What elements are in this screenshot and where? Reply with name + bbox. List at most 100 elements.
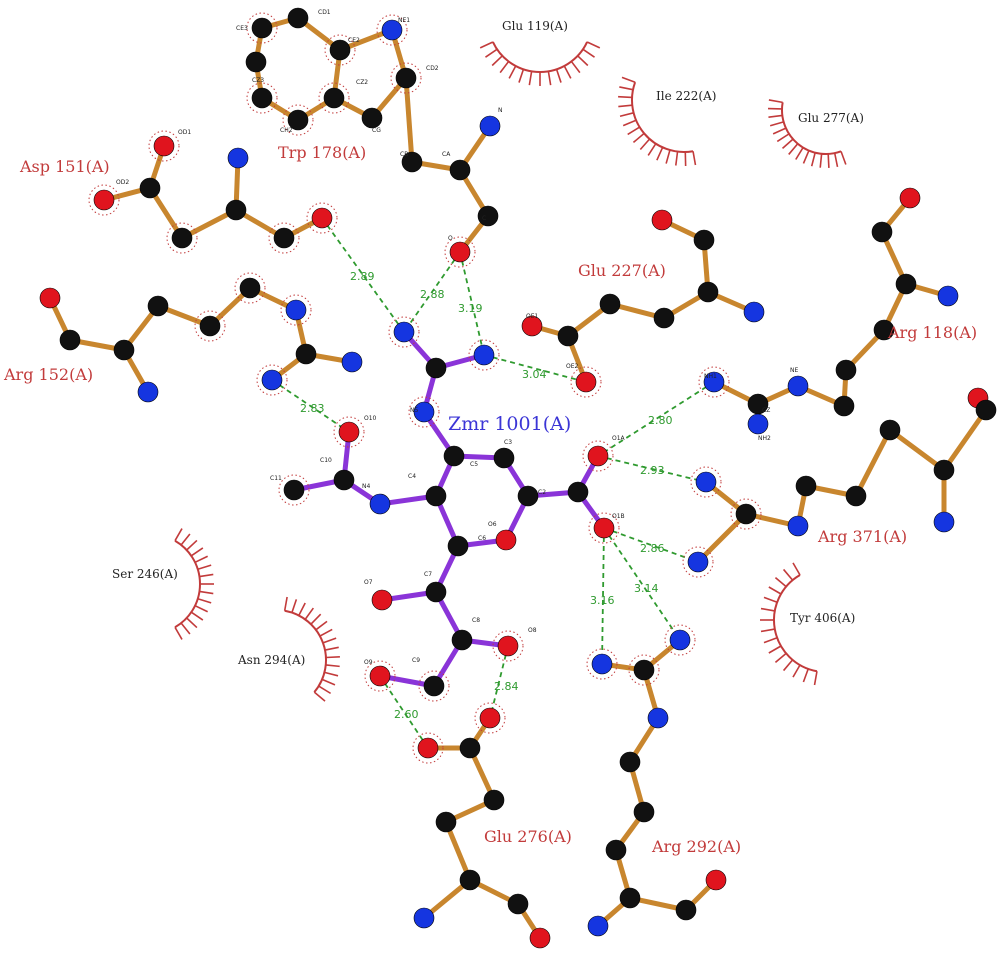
hbond-distance-labels: 2.89 2.88 3.19 3.04 2.83 2.80 2.93 2.86 … xyxy=(300,270,673,721)
contact-halo xyxy=(664,624,696,656)
oxygen-atom xyxy=(39,287,61,309)
carbon-atom xyxy=(395,67,417,89)
contact-halo xyxy=(376,14,408,46)
atom-label: O xyxy=(448,235,453,242)
nitrogen-atom xyxy=(687,551,709,573)
residue-bond xyxy=(853,427,893,499)
carbon-atom xyxy=(425,581,447,603)
carbon-atom xyxy=(295,343,317,365)
oxygen-atom xyxy=(575,371,597,393)
atom-label: C8 xyxy=(472,617,480,624)
carbon-atom xyxy=(171,227,193,249)
residue-bond xyxy=(403,75,415,165)
hydrophobic-contact-arc xyxy=(479,41,601,86)
carbon-atom xyxy=(459,869,481,891)
residue-label-glu276: Glu 276(A) xyxy=(484,827,572,846)
contact-halo xyxy=(278,474,310,506)
atom-label: CB xyxy=(400,151,408,158)
carbon-atom xyxy=(567,481,589,503)
hbond-distance: 3.19 xyxy=(458,302,483,315)
nitrogen-atom xyxy=(381,19,403,41)
oxygen-atom xyxy=(417,737,439,759)
carbon-atom xyxy=(675,899,697,921)
carbon-atom xyxy=(633,659,655,681)
nitrogen-atom xyxy=(669,629,691,651)
atom-label: C5 xyxy=(470,461,478,468)
hbond-arg371-ligand-1 xyxy=(597,455,707,483)
contact-halo xyxy=(444,236,476,268)
contact-halo xyxy=(246,82,278,114)
contact-halo xyxy=(588,512,620,544)
carbon-atom xyxy=(517,485,539,507)
atom-label: OE2 xyxy=(566,363,579,370)
oxygen-atom xyxy=(311,207,333,229)
carbon-atom xyxy=(423,675,445,697)
atom-label: N4 xyxy=(362,483,370,490)
oxygen-atom xyxy=(587,445,609,467)
atom-label: CZ xyxy=(762,407,770,414)
hbond-distance: 2.84 xyxy=(494,680,519,693)
bonds xyxy=(47,15,989,941)
carbon-atom xyxy=(447,535,469,557)
carbon-atom xyxy=(833,395,855,417)
atom-label: C3 xyxy=(504,439,512,446)
carbon-atom xyxy=(557,325,579,347)
contact-halo xyxy=(388,316,420,348)
oxygen-atom xyxy=(521,315,543,337)
nitrogen-atom xyxy=(743,301,765,323)
carbon-atom xyxy=(693,229,715,251)
atom-label: C xyxy=(482,215,486,222)
atom-label: CA xyxy=(442,151,451,158)
carbon-atom xyxy=(251,17,273,39)
hbond-distance: 2.86 xyxy=(640,542,665,555)
hbond-distance: 3.04 xyxy=(522,368,547,381)
carbon-atom xyxy=(795,475,817,497)
atom-label: CD1 xyxy=(318,9,331,16)
contact-halo xyxy=(698,366,730,398)
carbon-atom xyxy=(425,357,447,379)
atom-label: NH2 xyxy=(758,435,771,442)
oxygen-atom xyxy=(338,421,360,443)
contact-halo xyxy=(306,202,338,234)
carbon-atom xyxy=(619,887,641,909)
atom-label: CE3 xyxy=(236,25,248,32)
hydrophobic-labels: Glu 119(A) Ile 222(A) Glu 277(A) Ser 246… xyxy=(112,19,864,667)
nitrogen-atom xyxy=(137,381,159,403)
carbon-atom xyxy=(873,319,895,341)
atom-label: NE1 xyxy=(398,17,410,24)
residue-bond xyxy=(941,407,989,473)
nitrogen-atom xyxy=(937,285,959,307)
nitrogen-atom xyxy=(479,115,501,137)
hbond-arg292-ligand-1 xyxy=(603,527,681,641)
hbond-distance: 2.93 xyxy=(640,464,665,477)
atom-label: CD2 xyxy=(426,65,439,72)
oxygen-atom xyxy=(593,517,615,539)
atom-label: NE xyxy=(790,367,798,374)
carbon-atom xyxy=(697,281,719,303)
hydrophobic-contact-arc xyxy=(618,76,697,166)
carbon-atom xyxy=(287,109,309,131)
oxygen-atom xyxy=(479,707,501,729)
carbon-atom xyxy=(835,359,857,381)
residue-bond xyxy=(695,511,749,565)
carbon-atom xyxy=(933,459,955,481)
carbon-atom xyxy=(323,87,345,109)
carbon-atom xyxy=(845,485,867,507)
carbon-atom xyxy=(633,801,655,823)
oxygen-atom xyxy=(153,135,175,157)
atom-label: O1A xyxy=(612,435,626,442)
hydrophobic-contact-arc xyxy=(760,562,818,686)
hbond-distance: 2.80 xyxy=(648,414,673,427)
hydrophobic-contact-arc xyxy=(283,596,340,702)
nitrogen-atom xyxy=(587,915,609,937)
residue-labels: Trp 178(A) Asp 151(A) Glu 227(A) Arg 118… xyxy=(3,143,977,856)
carbon-atom xyxy=(449,159,471,181)
oxygen-atom xyxy=(93,189,115,211)
nitrogen-atom xyxy=(285,299,307,321)
carbon-atom xyxy=(443,445,465,467)
carbon-atom xyxy=(459,737,481,759)
atom-label: O8 xyxy=(528,627,537,634)
contact-halo xyxy=(418,670,450,702)
hydrophobic-contact-arc xyxy=(174,528,214,640)
hbond-glu276-ligand-2 xyxy=(379,675,429,749)
